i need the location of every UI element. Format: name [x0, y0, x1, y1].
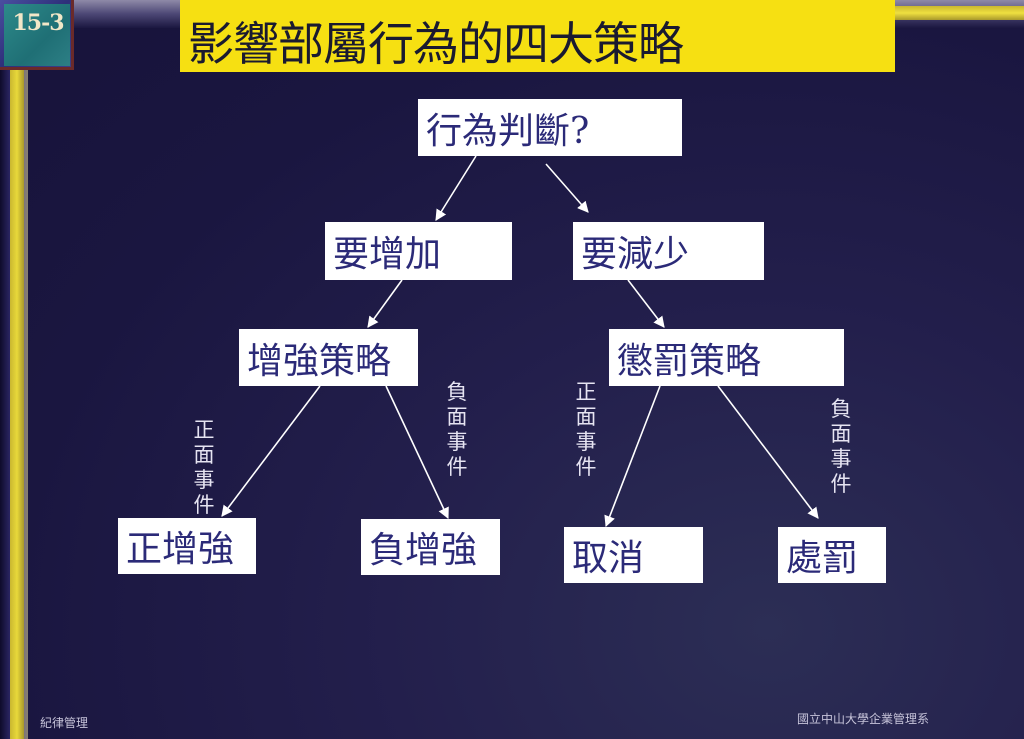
node-penalty: 處罰 [778, 527, 886, 583]
node-punishment-strategy: 懲罰策略 [609, 329, 844, 386]
footer-left: 紀律管理 [40, 716, 89, 730]
arrow-punishment-to-penalty [717, 385, 819, 519]
edge-label-reinforcement-positive: 正面事件 [193, 418, 215, 517]
node-reinforcement-strategy: 增強策略 [239, 329, 418, 386]
arrow-reinforcement-to-positive [221, 385, 321, 517]
slide-number: 15-3 [12, 10, 64, 36]
node-positive-reinforcement: 正增強 [118, 518, 256, 574]
node-behavior-judgement: 行為判斷? [418, 99, 682, 156]
arrow-root-to-decrease [545, 163, 589, 213]
arrow-punishment-to-cancel [604, 385, 661, 528]
arrow-root-to-increase [435, 155, 477, 221]
left-bar-accent [10, 70, 24, 739]
arrow-reinforcement-to-negative [385, 385, 449, 520]
slide-number-badge [0, 0, 74, 70]
node-negative-reinforcement: 負增強 [361, 519, 500, 575]
arrow-decrease-to-punishment [627, 279, 665, 328]
footer-right: 國立中山大學企業管理系 [797, 712, 930, 726]
title-bar [180, 0, 895, 72]
edge-label-punishment-positive: 正面事件 [575, 380, 597, 479]
top-band-accent [894, 6, 1024, 20]
node-decrease: 要減少 [573, 222, 764, 280]
node-increase: 要增加 [325, 222, 512, 280]
edge-label-reinforcement-negative: 負面事件 [446, 380, 468, 479]
slide-number-badge-inner [4, 4, 70, 66]
edge-label-punishment-negative: 負面事件 [830, 397, 852, 496]
slide-title: 影響部屬行為的四大策略 [188, 17, 684, 71]
arrow-increase-to-reinforcement [367, 279, 403, 328]
node-cancel: 取消 [564, 527, 703, 583]
